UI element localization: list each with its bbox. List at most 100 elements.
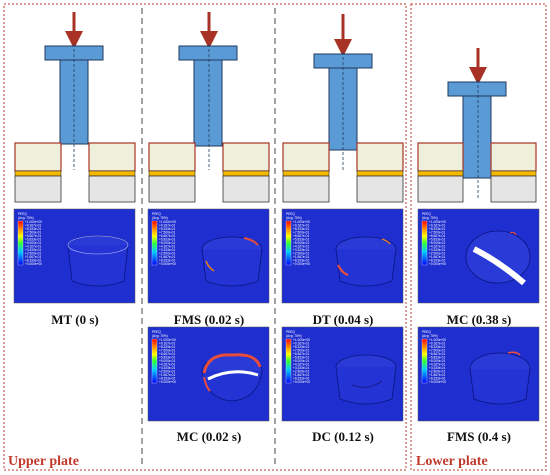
svg-text:(Avg: 75%): (Avg: 75%) xyxy=(152,216,168,220)
legend-value: +4.167e-01 xyxy=(293,245,309,249)
svg-text:PEEQ: PEEQ xyxy=(286,212,295,216)
legend-value: +6.667e-01 xyxy=(293,352,309,356)
contour-panel-mc-lower: PEEQ (Avg: 75%) +1.000e+00+9.167e-01+8.3… xyxy=(417,208,540,304)
legend-values-dc: +1.000e+00+9.167e-01+8.333e-01+7.500e-01… xyxy=(293,338,310,384)
legend-value: +7.500e-01 xyxy=(293,349,309,353)
legend-value: +5.000e-01 xyxy=(25,241,41,245)
legend-values-mc-lower: +1.000e+00+9.167e-01+8.333e-01+7.500e-01… xyxy=(429,220,446,266)
legend-value: +6.667e-01 xyxy=(293,234,309,238)
legend-value: +8.333e-01 xyxy=(159,227,175,231)
legend-value: +6.667e-01 xyxy=(429,234,445,238)
legend-value: +0.000e+00 xyxy=(429,380,446,384)
contour-panel-dc: PEEQ (Avg: 75%) +1.000e+00+9.167e-01+8.3… xyxy=(281,326,404,422)
legend-value: +5.833e-01 xyxy=(159,238,175,242)
contour-panel-mc-upper: PEEQ (Avg: 75%) +1.000e+00+9.167e-01+8.3… xyxy=(147,326,270,422)
schematic-dt xyxy=(282,14,404,203)
legend-value: +5.833e-01 xyxy=(429,356,445,360)
legend-values-dt: +1.000e+00+9.167e-01+8.333e-01+7.500e-01… xyxy=(293,220,310,266)
upper-plate-region-border xyxy=(3,3,407,471)
legend-value: +2.500e-01 xyxy=(429,370,445,374)
legend-value: +9.167e-01 xyxy=(159,224,175,228)
legend-value: +4.167e-01 xyxy=(159,363,175,367)
label-fms-lower: FMS (0.4 s) xyxy=(447,429,511,444)
svg-text:(Avg: 75%): (Avg: 75%) xyxy=(422,334,438,338)
legend-value: +0.000e+00 xyxy=(293,262,310,266)
legend-value: +7.500e-01 xyxy=(429,231,445,235)
legend-value: +8.333e-01 xyxy=(25,227,41,231)
legend-value: +5.000e-01 xyxy=(159,241,175,245)
legend-value: +3.333e-01 xyxy=(293,248,309,252)
legend-value: +6.667e-01 xyxy=(159,234,175,238)
legend-value: +8.333e-02 xyxy=(293,377,309,381)
contour-panel-mt: PEEQ (Avg: 75%) +1.000e+00+9.167e-01+8.3… xyxy=(13,208,136,304)
legend-value: +8.333e-01 xyxy=(293,345,309,349)
contour-panel-fms-lower: PEEQ (Avg: 75%) +1.000e+00+9.167e-01+8.3… xyxy=(417,326,540,422)
legend-value: +8.333e-01 xyxy=(159,345,175,349)
label-fms: FMS (0.02 s) xyxy=(174,312,244,327)
svg-text:(Avg: 75%): (Avg: 75%) xyxy=(422,216,438,220)
legend-value: +5.000e-01 xyxy=(429,359,445,363)
legend-value: +6.667e-01 xyxy=(25,234,41,238)
legend-value: +4.167e-01 xyxy=(25,245,41,249)
legend-value: +0.000e+00 xyxy=(293,380,310,384)
label-dc: DC (0.12 s) xyxy=(312,429,374,444)
svg-text:PEEQ: PEEQ xyxy=(286,330,295,334)
legend-value: +5.000e-01 xyxy=(293,241,309,245)
legend-value: +1.667e-01 xyxy=(159,373,175,377)
schematic-mc-lower xyxy=(417,48,537,203)
legend-value: +5.833e-01 xyxy=(25,238,41,242)
legend-value: +6.667e-01 xyxy=(159,352,175,356)
svg-text:(Avg: 75%): (Avg: 75%) xyxy=(286,334,302,338)
contour-panel-dt: PEEQ (Avg: 75%) +1.000e+00+9.167e-01+8.3… xyxy=(281,208,404,304)
legend-value: +4.167e-01 xyxy=(159,245,175,249)
legend-value: +0.000e+00 xyxy=(159,380,176,384)
legend-value: +1.667e-01 xyxy=(25,255,41,259)
label-mc-upper: MC (0.02 s) xyxy=(177,429,242,444)
legend-value: +3.333e-01 xyxy=(159,366,175,370)
legend-value: +1.667e-01 xyxy=(429,373,445,377)
legend-value: +1.667e-01 xyxy=(293,373,309,377)
legend-value: +9.167e-01 xyxy=(429,342,445,346)
legend-value: +2.500e-01 xyxy=(293,252,309,256)
legend-value: +2.500e-01 xyxy=(293,370,309,374)
schematic-mt xyxy=(14,12,136,203)
legend-value: +3.333e-01 xyxy=(159,248,175,252)
legend-value: +8.333e-01 xyxy=(429,345,445,349)
legend-value: +5.833e-01 xyxy=(429,238,445,242)
legend-values-fms: +1.000e+00+9.167e-01+8.333e-01+7.500e-01… xyxy=(159,220,176,266)
legend-value: +5.833e-01 xyxy=(293,356,309,360)
legend-value: +8.333e-02 xyxy=(25,259,41,263)
legend-value: +4.167e-01 xyxy=(429,363,445,367)
legend-value: +1.000e+00 xyxy=(293,220,310,224)
legend-value: +0.000e+00 xyxy=(429,262,446,266)
legend-value: +0.000e+00 xyxy=(25,262,42,266)
legend-value: +8.333e-02 xyxy=(159,377,175,381)
lower-plate-label: Lower plate xyxy=(416,454,488,469)
label-mt: MT (0 s) xyxy=(51,312,98,327)
legend-value: +5.000e-01 xyxy=(429,241,445,245)
legend-value: +8.333e-02 xyxy=(429,377,445,381)
legend-value: +5.833e-01 xyxy=(159,356,175,360)
legend-value: +3.333e-01 xyxy=(293,366,309,370)
legend-value: +6.667e-01 xyxy=(429,352,445,356)
legend-value: +4.167e-01 xyxy=(429,245,445,249)
svg-text:PEEQ: PEEQ xyxy=(422,330,431,334)
legend-value: +0.000e+00 xyxy=(159,262,176,266)
legend-value: +7.500e-01 xyxy=(429,349,445,353)
legend-value: +5.000e-01 xyxy=(293,359,309,363)
legend-value: +7.500e-01 xyxy=(25,231,41,235)
label-dt: DT (0.04 s) xyxy=(313,312,374,327)
svg-text:(Avg: 75%): (Avg: 75%) xyxy=(286,216,302,220)
legend-value: +8.333e-01 xyxy=(293,227,309,231)
legend-value: +1.000e+00 xyxy=(293,338,310,342)
legend-value: +2.500e-01 xyxy=(159,370,175,374)
legend-value: +7.500e-01 xyxy=(159,231,175,235)
legend-value: +7.500e-01 xyxy=(159,349,175,353)
legend-value: +1.000e+00 xyxy=(159,220,176,224)
legend-value: +1.000e+00 xyxy=(429,338,446,342)
legend-value: +8.333e-01 xyxy=(429,227,445,231)
legend-value: +2.500e-01 xyxy=(159,252,175,256)
legend-value: +1.000e+00 xyxy=(429,220,446,224)
legend-values-mc-upper: +1.000e+00+9.167e-01+8.333e-01+7.500e-01… xyxy=(159,338,176,384)
